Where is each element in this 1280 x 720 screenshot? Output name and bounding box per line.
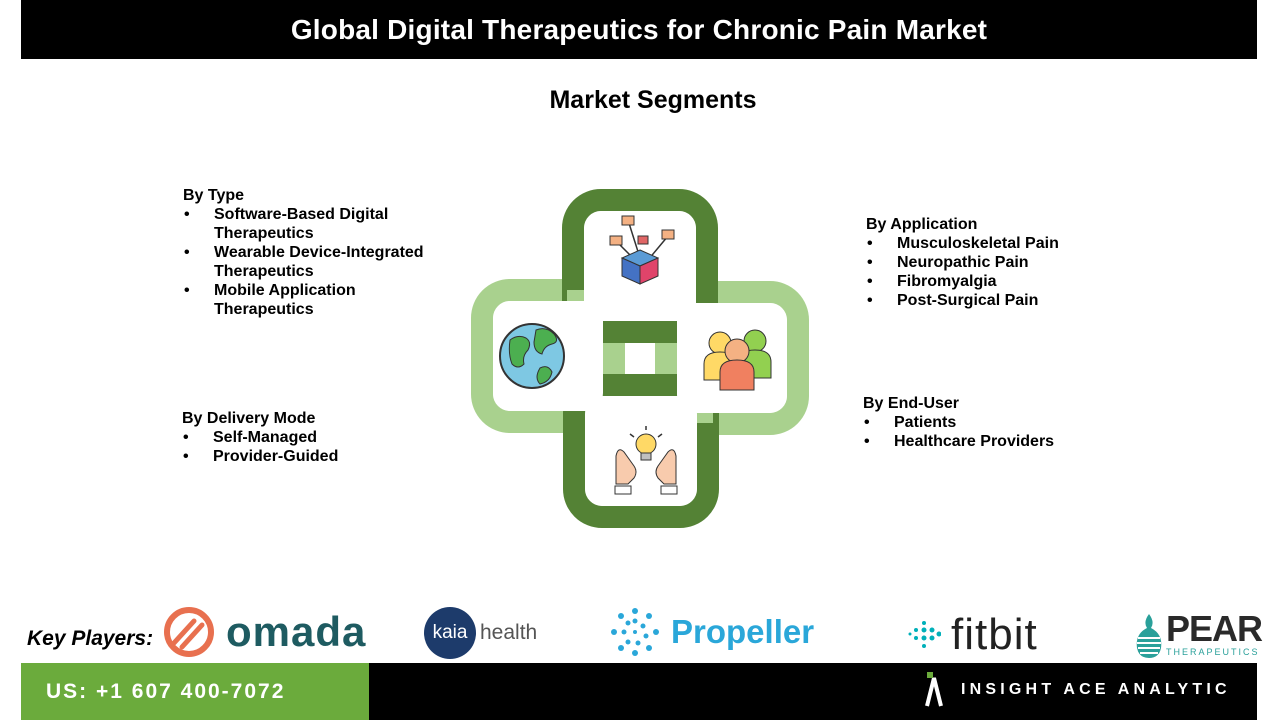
segment-title: By Delivery Mode <box>182 410 316 427</box>
segment-item: Post-Surgical Pain <box>866 291 1126 310</box>
title-bar: Global Digital Therapeutics for Chronic … <box>21 0 1257 59</box>
lightbulb-hands-icon <box>614 426 678 495</box>
segment-item: Provider-Guided <box>182 447 442 466</box>
brand-logo: INSIGHT ACE ANALYTIC <box>925 672 1231 708</box>
omada-logo: omada <box>164 606 366 658</box>
segment-item: Software-Based Digital Therapeutics <box>183 205 443 243</box>
segment-list: Musculoskeletal Pain Neuropathic Pain Fi… <box>866 234 1126 310</box>
segment-by-end-user: By End-User Patients Healthcare Provider… <box>863 394 1123 451</box>
pear-subtitle: THERAPEUTICS <box>1166 647 1260 657</box>
segment-by-type: By Type Software-Based Digital Therapeut… <box>183 186 443 319</box>
segment-title: By End-User <box>863 395 960 412</box>
segment-list: Self-Managed Provider-Guided <box>182 428 442 466</box>
brand-wordmark: INSIGHT ACE ANALYTIC <box>961 681 1231 698</box>
segment-by-delivery-mode: By Delivery Mode Self-Managed Provider-G… <box>182 409 442 466</box>
segment-item: Healthcare Providers <box>863 432 1123 451</box>
frame-top <box>562 189 718 343</box>
pear-wordmark: PEAR <box>1166 608 1263 649</box>
omada-wordmark: omada <box>226 608 367 655</box>
kaia-health-logo: kaia health <box>424 607 537 659</box>
fitbit-dots-icon <box>908 621 941 648</box>
propeller-logo: Propeller <box>609 606 814 658</box>
segment-item: Wearable Device-Integrated Therapeutics <box>183 243 443 281</box>
propeller-dots-icon <box>611 608 659 656</box>
kaia-mark: kaia <box>424 607 476 659</box>
frame-bottom <box>563 374 719 528</box>
segment-item: Self-Managed <box>182 428 442 447</box>
segment-item: Fibromyalgia <box>866 272 1126 291</box>
fitbit-logo: fitbit <box>907 610 1038 660</box>
section-subtitle: Market Segments <box>549 86 757 114</box>
propeller-wordmark: Propeller <box>671 613 815 650</box>
segment-item: Neuropathic Pain <box>866 253 1126 272</box>
segment-list: Patients Healthcare Providers <box>863 413 1123 451</box>
segments-diagram <box>470 188 810 528</box>
segment-list: Software-Based Digital Therapeutics Wear… <box>183 205 443 319</box>
phone-number: US: +1 607 400-7072 <box>21 663 369 720</box>
pear-therapeutics-logo: PEAR THERAPEUTICS <box>1134 608 1263 660</box>
globe-icon <box>499 323 565 389</box>
segment-item: Patients <box>863 413 1123 432</box>
segment-item: Mobile Application Therapeutics <box>183 281 443 319</box>
network-cube-icon <box>609 215 675 285</box>
pear-mark-icon <box>1136 614 1162 658</box>
frame-left <box>471 279 625 433</box>
kaia-wordmark: health <box>480 621 538 644</box>
omada-mark-icon <box>164 607 214 657</box>
segment-title: By Application <box>866 216 978 233</box>
segment-item: Musculoskeletal Pain <box>866 234 1126 253</box>
insight-ace-mark-icon <box>925 672 943 707</box>
frame-right <box>655 281 809 435</box>
fitbit-wordmark: fitbit <box>951 610 1038 659</box>
people-group-icon <box>703 329 772 391</box>
segment-title: By Type <box>183 187 245 204</box>
key-players-label: Key Players: <box>27 627 154 650</box>
segment-by-application: By Application Musculoskeletal Pain Neur… <box>866 215 1126 310</box>
page-title: Global Digital Therapeutics for Chronic … <box>290 13 988 45</box>
